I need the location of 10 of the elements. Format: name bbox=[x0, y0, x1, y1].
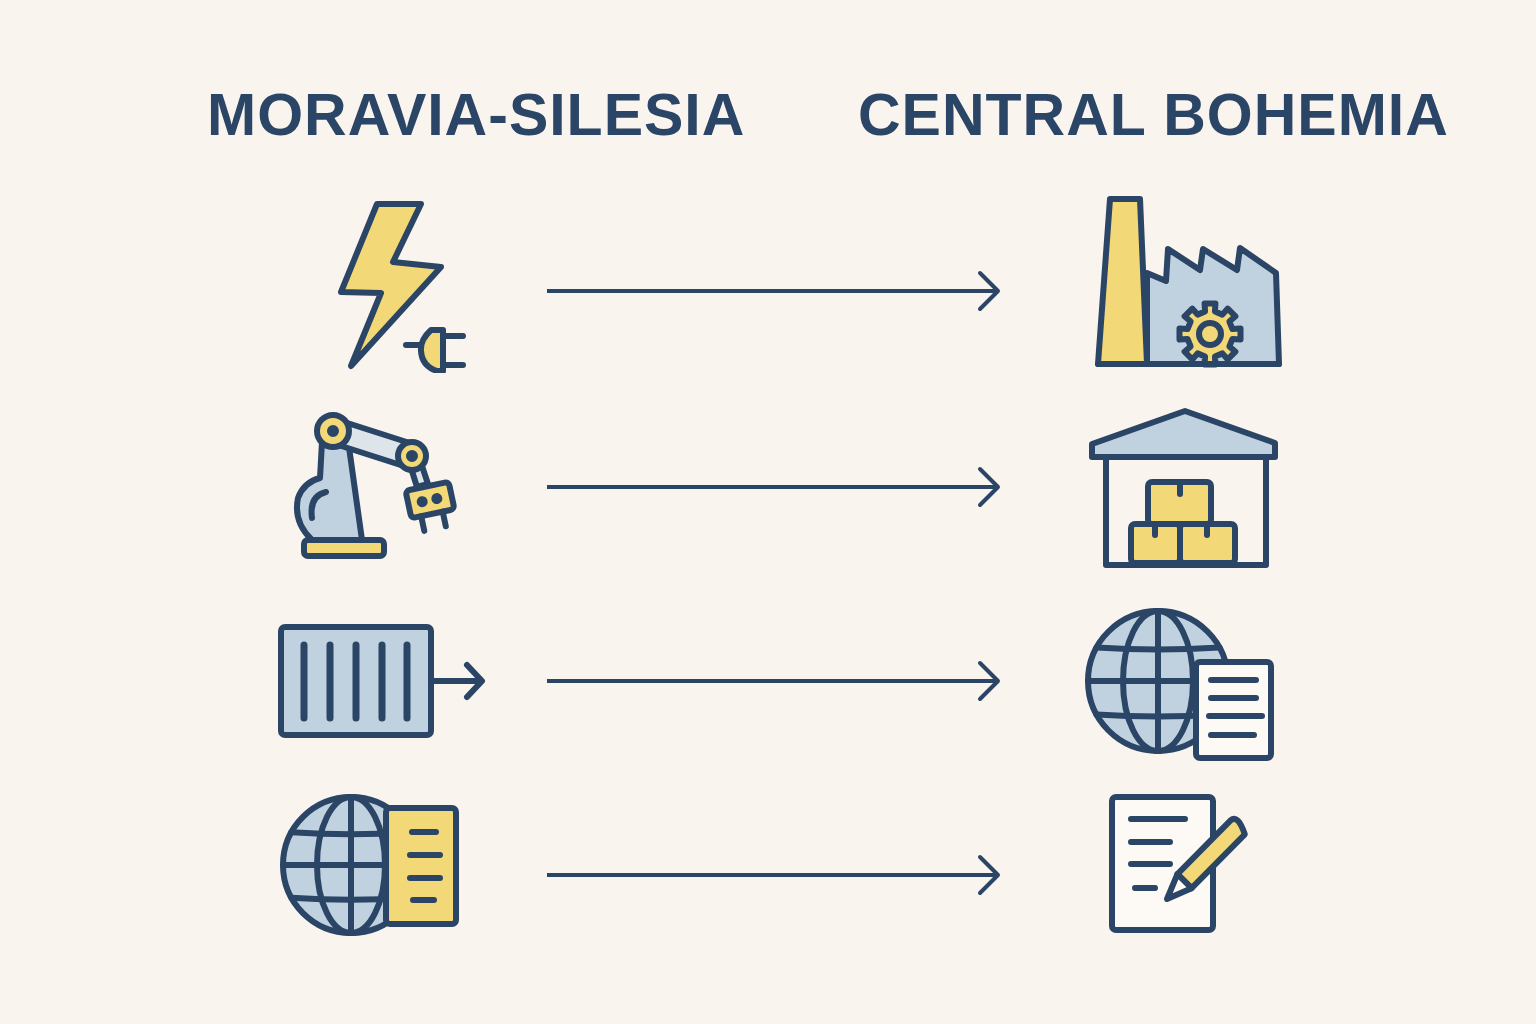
column-heading: CENTRAL BOHEMIA bbox=[858, 83, 1449, 147]
document-pencil-icon bbox=[1106, 791, 1249, 935]
column-heading: MORAVIA-SILESIA bbox=[207, 83, 746, 147]
factory-gear-icon bbox=[1093, 194, 1284, 369]
warehouse-boxes-icon bbox=[1086, 405, 1281, 570]
arrow bbox=[547, 467, 1000, 507]
arrow bbox=[547, 271, 1000, 311]
arrow bbox=[547, 661, 1000, 701]
globe-document-icon bbox=[1082, 605, 1277, 763]
arrow bbox=[547, 855, 1000, 895]
